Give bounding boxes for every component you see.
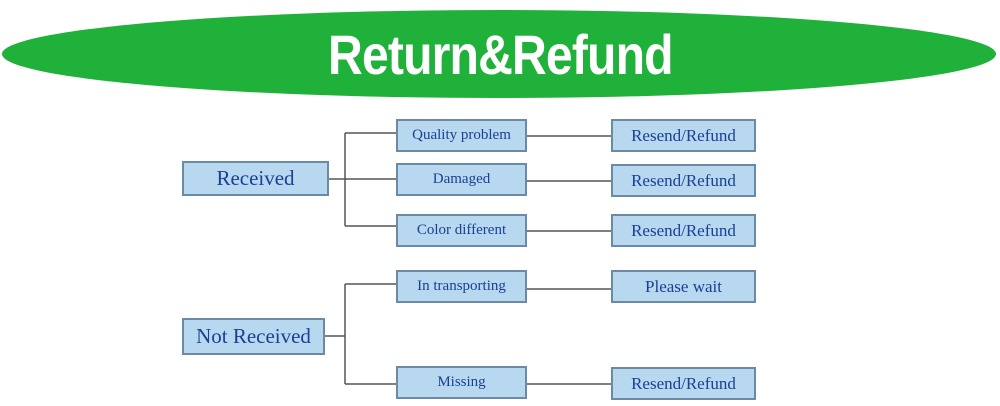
node-resend-refund-2: Resend/Refund — [611, 164, 756, 197]
node-missing: Missing — [396, 366, 527, 399]
page-title: Return&Refund — [327, 22, 674, 86]
node-damaged: Damaged — [396, 163, 527, 196]
node-resend-refund-1: Resend/Refund — [611, 119, 756, 152]
node-quality-problem: Quality problem — [396, 119, 527, 152]
node-in-transporting: In transporting — [396, 270, 527, 303]
title-banner: Return&Refund — [0, 10, 1000, 98]
node-please-wait: Please wait — [611, 270, 756, 303]
node-color-different: Color different — [396, 214, 527, 247]
node-received: Received — [182, 161, 329, 196]
node-resend-refund-3: Resend/Refund — [611, 214, 756, 247]
banner-ellipse — [2, 10, 996, 98]
node-not-received: Not Received — [182, 318, 325, 355]
node-resend-refund-4: Resend/Refund — [611, 367, 756, 400]
